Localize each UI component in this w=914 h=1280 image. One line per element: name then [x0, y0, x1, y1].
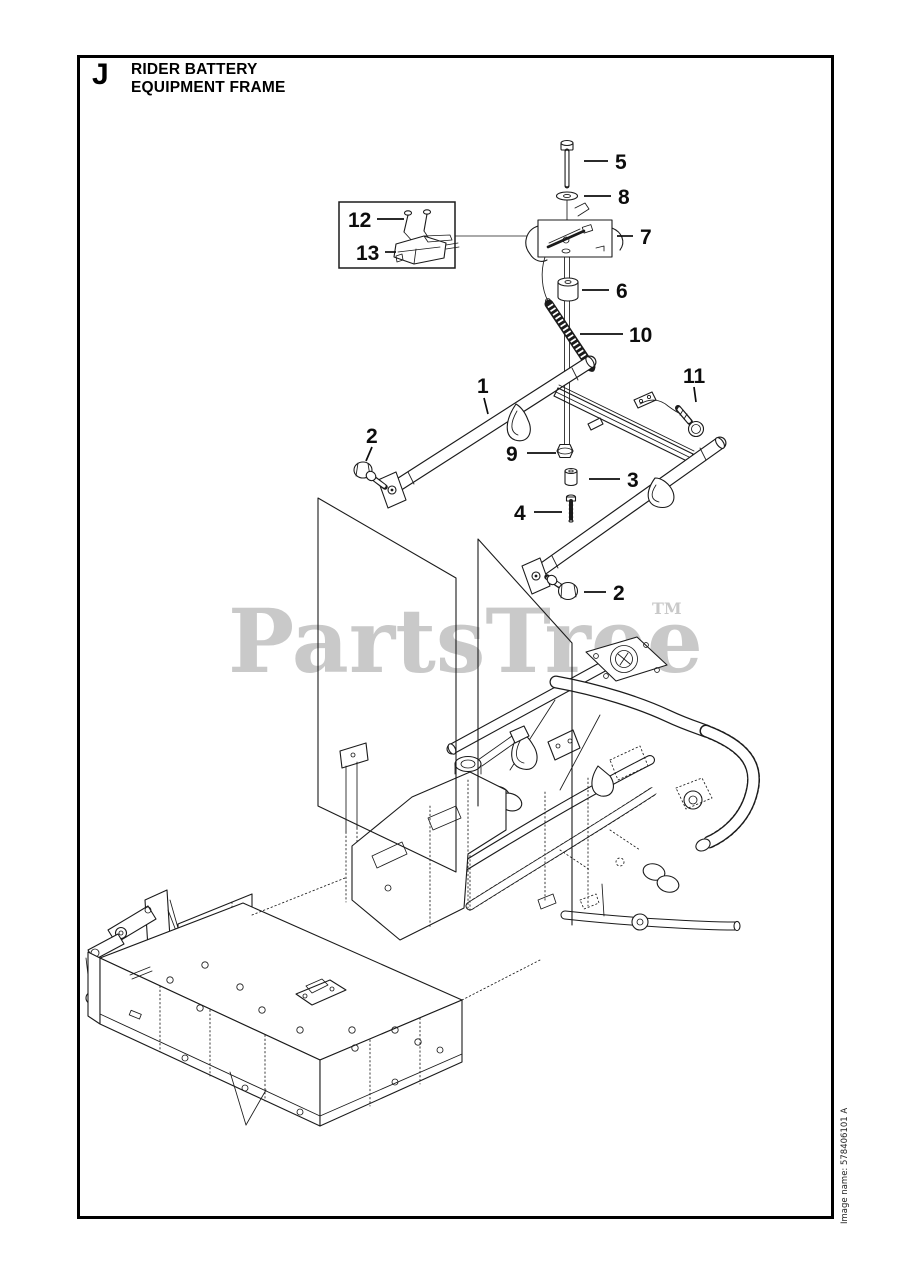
callout-labels: 1 2 2 3 4 5 6 7 8 9 10 11 12 13 — [348, 151, 706, 605]
exploded-assembly — [353, 139, 727, 601]
part-bracket-7 — [525, 202, 624, 302]
callout-8: 8 — [618, 186, 630, 209]
page-border — [77, 55, 834, 1219]
part-washer-8 — [555, 191, 579, 201]
part-frame-1 — [377, 355, 727, 595]
callout-1: 1 — [477, 375, 489, 398]
part-nut-9 — [556, 443, 574, 459]
projection-planes — [317, 497, 573, 926]
callout-9: 9 — [506, 443, 518, 466]
chassis-main-tube — [549, 675, 713, 738]
leader-lines — [365, 160, 697, 593]
chassis-handlebar-tube — [695, 724, 761, 852]
page-title-line2: EQUIPMENT FRAME — [131, 79, 286, 96]
battery-tray — [85, 877, 541, 1127]
callout-6: 6 — [616, 280, 628, 303]
chassis-line-art — [85, 636, 761, 1127]
page-title: RIDER BATTERY EQUIPMENT FRAME — [131, 61, 286, 97]
part-bolt-4 — [565, 494, 577, 523]
callout-2-left: 2 — [366, 425, 378, 448]
callout-10: 10 — [629, 324, 652, 347]
chassis-bottom-tube — [560, 883, 741, 932]
part-spacer-6 — [557, 277, 579, 302]
part-bolt-5 — [560, 139, 574, 189]
callout-4: 4 — [514, 502, 526, 525]
page-title-line1: RIDER BATTERY — [131, 61, 258, 78]
watermark-tm: TM — [652, 599, 682, 618]
chassis-boss-plate — [585, 636, 668, 682]
inset-box-switch — [338, 201, 528, 269]
callout-11: 11 — [683, 365, 706, 388]
section-letter: J — [92, 58, 109, 91]
callout-7: 7 — [640, 226, 652, 249]
part-switch-13 — [393, 234, 460, 265]
callout-2-right: 2 — [613, 582, 625, 605]
callout-3: 3 — [627, 469, 639, 492]
callout-12: 12 — [348, 209, 371, 232]
chassis-bushings — [631, 777, 713, 931]
part-bolt-2-left — [353, 461, 388, 490]
callout-5: 5 — [615, 151, 627, 174]
image-name-caption: Image name: 578406101 A — [840, 1107, 850, 1224]
part-pin-11 — [639, 399, 705, 438]
callout-13: 13 — [356, 242, 379, 265]
part-spacer-3 — [564, 467, 578, 487]
part-bolt-2-right — [544, 574, 579, 601]
chassis-mid-structure — [339, 725, 530, 941]
chassis-rails — [440, 755, 660, 911]
